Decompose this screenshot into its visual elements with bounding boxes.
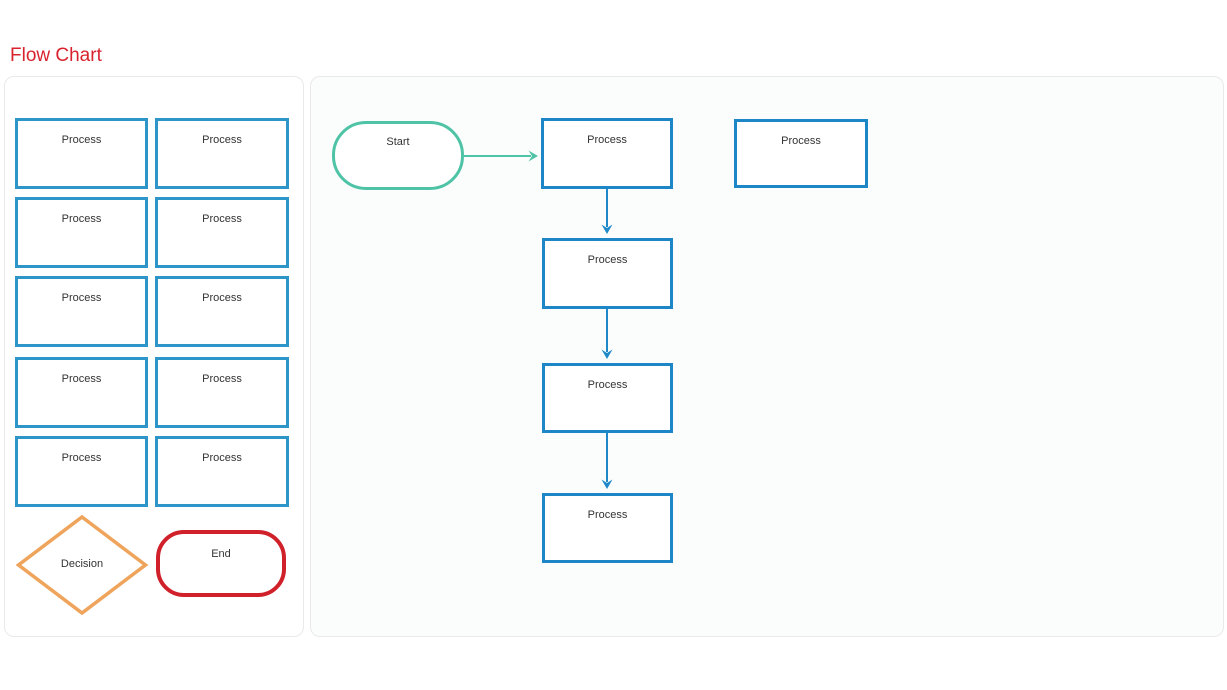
palette-process-shape[interactable]: Process bbox=[155, 197, 289, 268]
shape-label: Process bbox=[61, 292, 102, 304]
palette-process-shape[interactable]: Process bbox=[155, 436, 289, 507]
canvas-node-process5[interactable]: Process bbox=[734, 119, 868, 188]
shape-label: End bbox=[211, 548, 231, 560]
palette-process-shape[interactable]: Process bbox=[15, 276, 148, 347]
canvas-node-process3[interactable]: Process bbox=[542, 363, 673, 433]
shape-label: Process bbox=[61, 452, 102, 464]
shape-label: Process bbox=[202, 292, 242, 304]
palette-process-shape[interactable]: Process bbox=[155, 276, 289, 347]
page-title: Flow Chart bbox=[10, 45, 102, 66]
decision-diamond-icon bbox=[15, 514, 149, 616]
shape-label: Process bbox=[61, 134, 102, 146]
node-label: Process bbox=[587, 254, 628, 266]
palette-process-shape[interactable]: Process bbox=[155, 357, 289, 428]
shape-label: Process bbox=[202, 134, 242, 146]
node-label: Process bbox=[587, 509, 628, 521]
palette-process-shape[interactable]: Process bbox=[15, 197, 148, 268]
shape-label: Decision bbox=[60, 558, 104, 570]
node-label: Process bbox=[587, 134, 627, 146]
shape-label: Process bbox=[202, 452, 242, 464]
palette-process-shape[interactable]: Process bbox=[155, 118, 289, 189]
node-label: Process bbox=[781, 135, 821, 147]
palette-end-shape[interactable]: End bbox=[156, 530, 286, 597]
palette-process-shape[interactable]: Process bbox=[15, 436, 148, 507]
shape-label: Process bbox=[61, 213, 102, 225]
palette-process-shape[interactable]: Process bbox=[15, 118, 148, 189]
shape-label: Process bbox=[202, 373, 242, 385]
canvas-node-process4[interactable]: Process bbox=[542, 493, 673, 563]
node-label: Process bbox=[587, 379, 628, 391]
palette-process-shape[interactable]: Process bbox=[15, 357, 148, 428]
canvas-node-process2[interactable]: Process bbox=[542, 238, 673, 309]
canvas-node-process1[interactable]: Process bbox=[541, 118, 673, 189]
node-label: Start bbox=[386, 136, 410, 148]
shape-label: Process bbox=[61, 373, 102, 385]
palette-decision-shape[interactable]: Decision bbox=[15, 514, 149, 616]
canvas-node-start[interactable]: Start bbox=[332, 121, 464, 190]
shape-label: Process bbox=[202, 213, 242, 225]
